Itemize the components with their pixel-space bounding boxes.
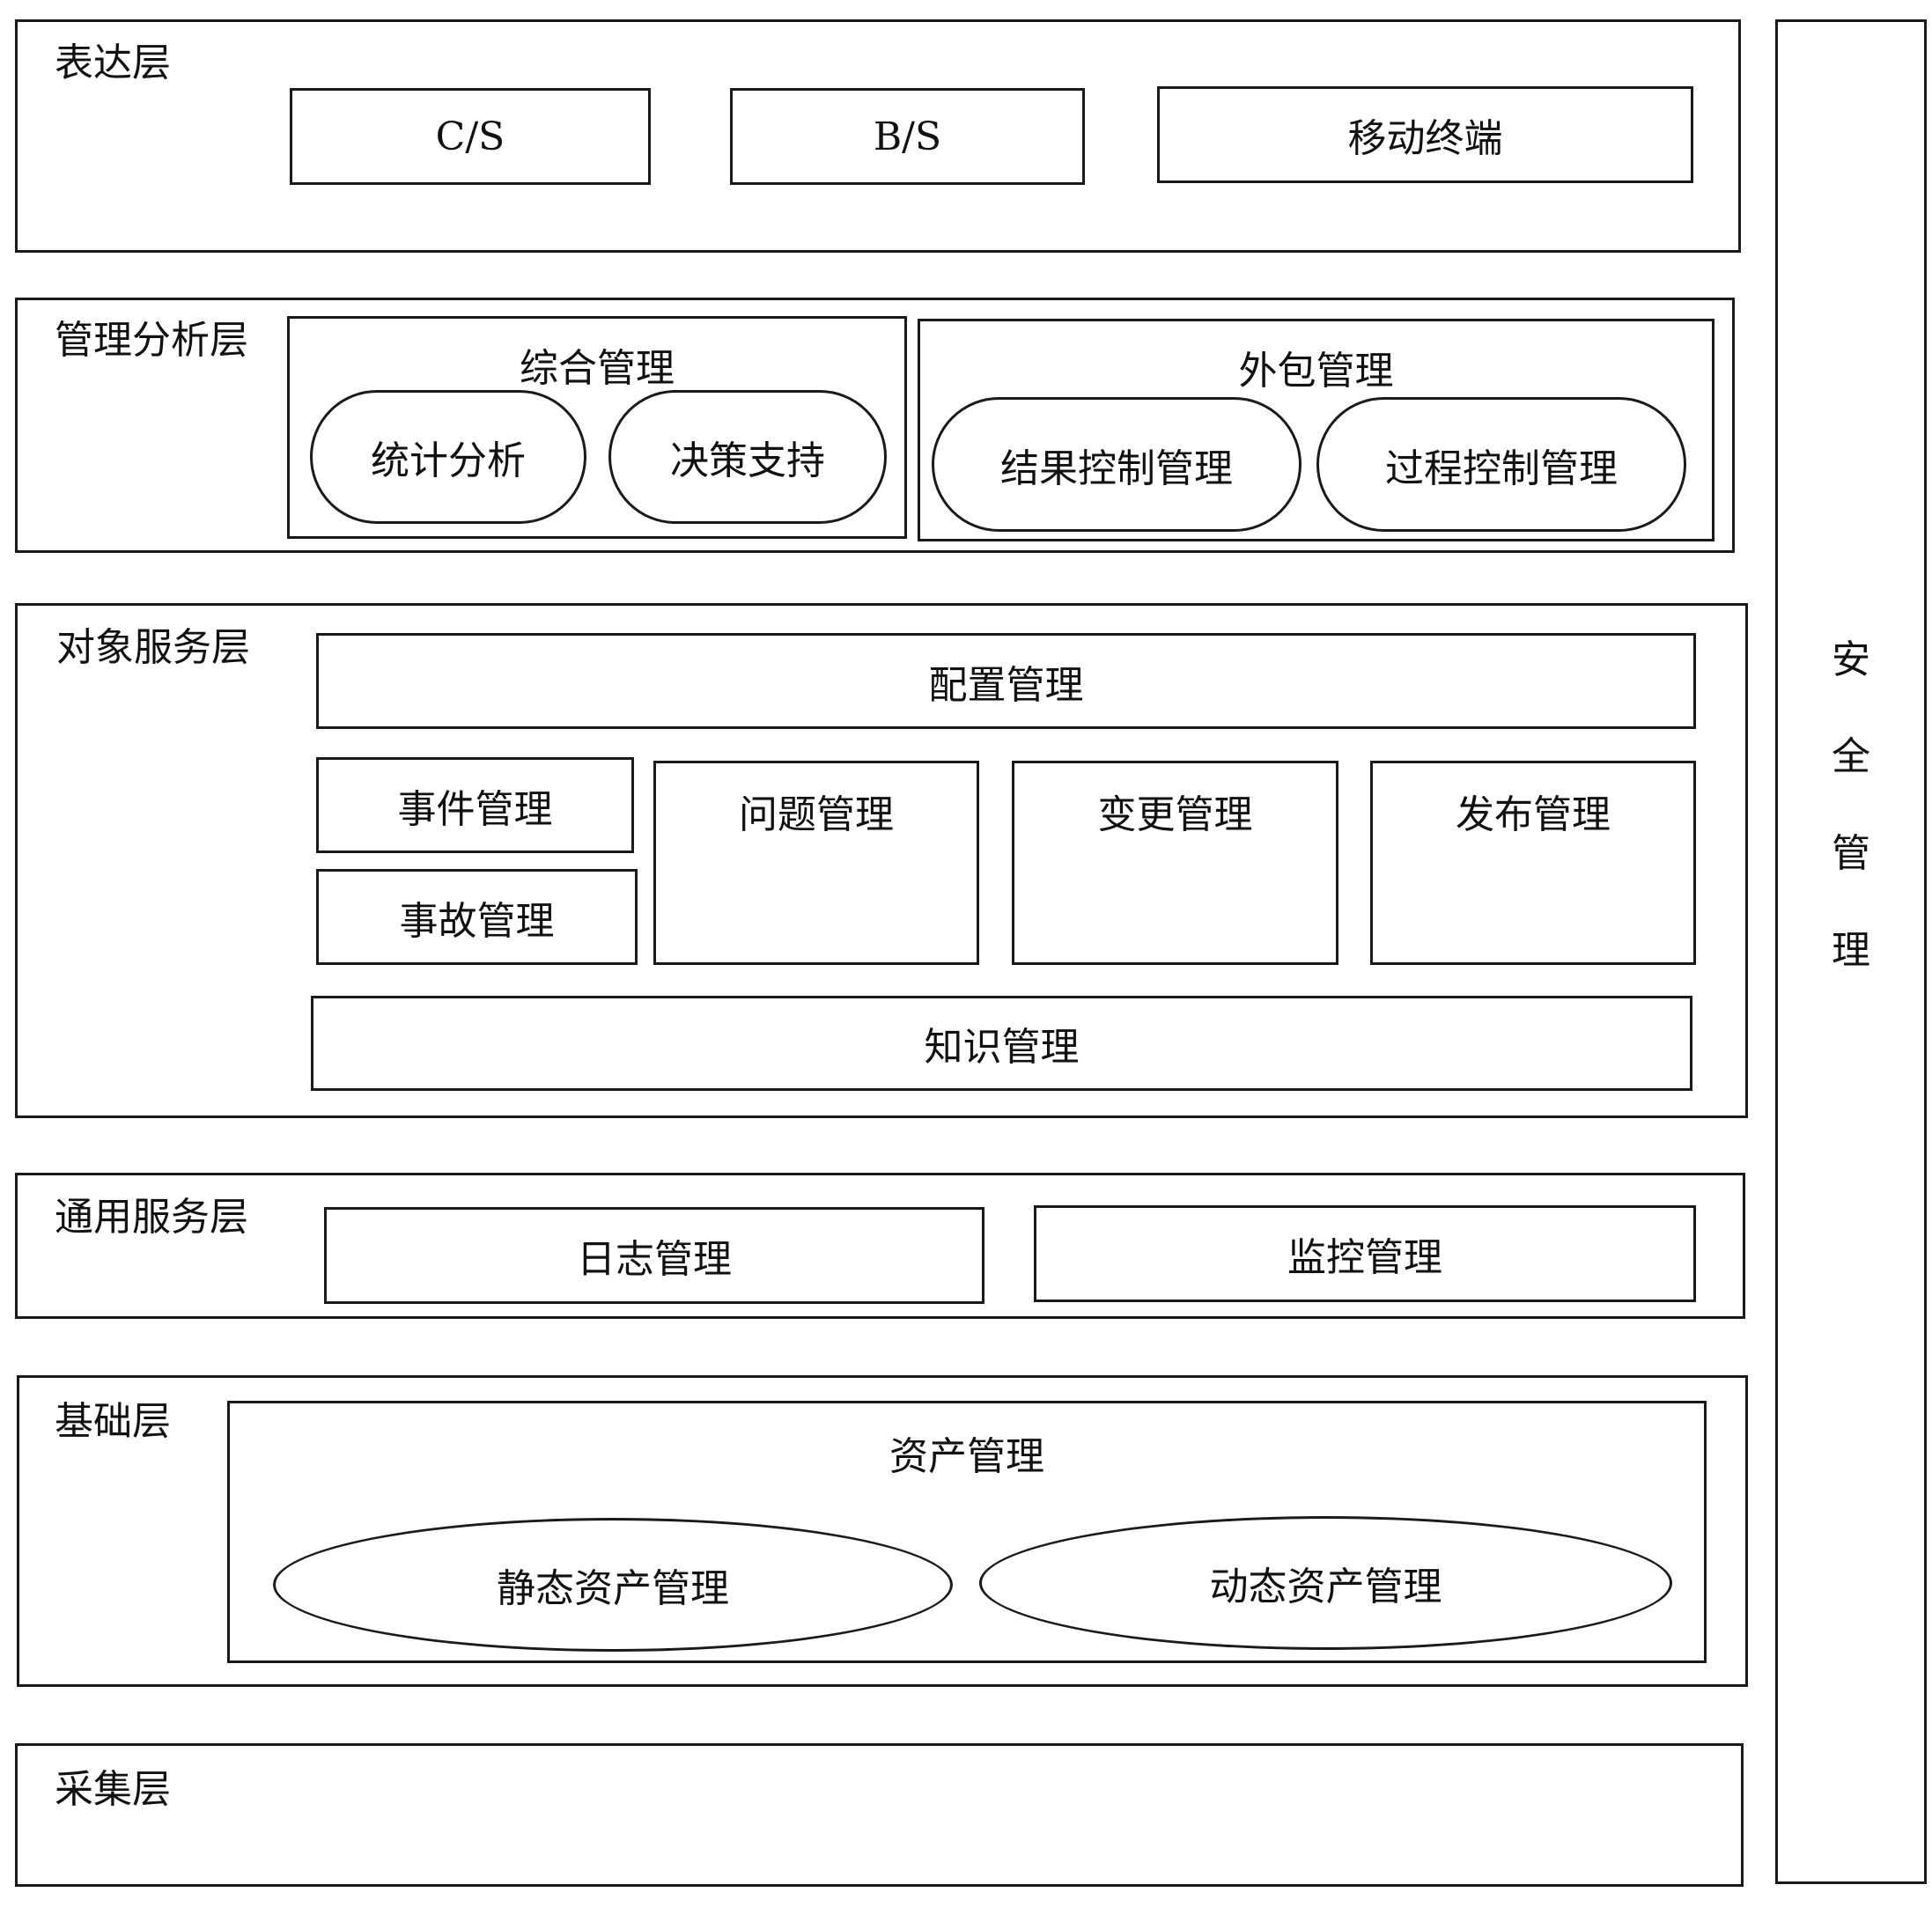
- decision-support-pill: 决策支持: [608, 390, 887, 524]
- security-management-label: 安 全 管 理: [1778, 612, 1924, 999]
- statistical-analysis-pill: 统计分析: [310, 390, 586, 524]
- result-control-pill: 结果控制管理: [932, 397, 1302, 532]
- change-management-box: 变更管理: [1012, 761, 1338, 965]
- security-management-column: 安 全 管 理: [1775, 19, 1927, 1884]
- security-char: 理: [1832, 928, 1870, 973]
- monitor-management-box: 监控管理: [1034, 1205, 1696, 1302]
- foundation-layer-label: 基础层: [55, 1399, 171, 1444]
- collection-layer: 采集层: [15, 1743, 1744, 1887]
- event-management-box: 事件管理: [316, 757, 634, 853]
- object-service-layer-label: 对象服务层: [56, 625, 250, 670]
- config-management-box: 配置管理: [316, 633, 1696, 729]
- common-service-layer-label: 通用服务层: [55, 1195, 248, 1240]
- outsourcing-management-title: 外包管理: [1238, 349, 1394, 394]
- management-analysis-layer: 管理分析层 综合管理 统计分析 决策支持 外包管理 结果控制管理 过程控制管理: [15, 298, 1735, 553]
- dynamic-asset-ellipse: 动态资产管理: [979, 1516, 1672, 1650]
- foundation-layer: 基础层 资产管理 静态资产管理 动态资产管理: [17, 1375, 1748, 1687]
- problem-management-box: 问题管理: [653, 761, 979, 965]
- security-char: 安: [1832, 637, 1870, 682]
- collection-layer-label: 采集层: [55, 1767, 171, 1812]
- static-asset-ellipse: 静态资产管理: [273, 1518, 953, 1652]
- incident-management-box: 事故管理: [316, 869, 638, 965]
- process-control-pill: 过程控制管理: [1316, 397, 1686, 532]
- knowledge-management-box: 知识管理: [311, 996, 1692, 1091]
- outsourcing-management-group: 外包管理 结果控制管理 过程控制管理: [918, 319, 1714, 541]
- integrated-management-group: 综合管理 统计分析 决策支持: [287, 316, 907, 539]
- log-management-box: 日志管理: [324, 1207, 984, 1304]
- object-service-layer: 对象服务层 配置管理 事件管理 事故管理 问题管理 变更管理 发布管理 知识管理: [15, 603, 1748, 1118]
- asset-management-group: 资产管理 静态资产管理 动态资产管理: [227, 1401, 1707, 1663]
- security-char: 管: [1832, 831, 1870, 876]
- common-service-layer: 通用服务层 日志管理 监控管理: [15, 1173, 1745, 1319]
- asset-management-title: 资产管理: [889, 1434, 1044, 1479]
- management-analysis-layer-label: 管理分析层: [55, 318, 248, 363]
- bs-box: B/S: [730, 88, 1085, 185]
- mobile-terminal-box: 移动终端: [1157, 86, 1693, 183]
- integrated-management-title: 综合管理: [520, 346, 675, 391]
- security-char: 全: [1832, 734, 1870, 779]
- presentation-layer: 表达层 C/S B/S 移动终端: [15, 19, 1741, 253]
- cs-box: C/S: [290, 88, 651, 185]
- release-management-box: 发布管理: [1370, 761, 1696, 965]
- presentation-layer-label: 表达层: [55, 40, 171, 85]
